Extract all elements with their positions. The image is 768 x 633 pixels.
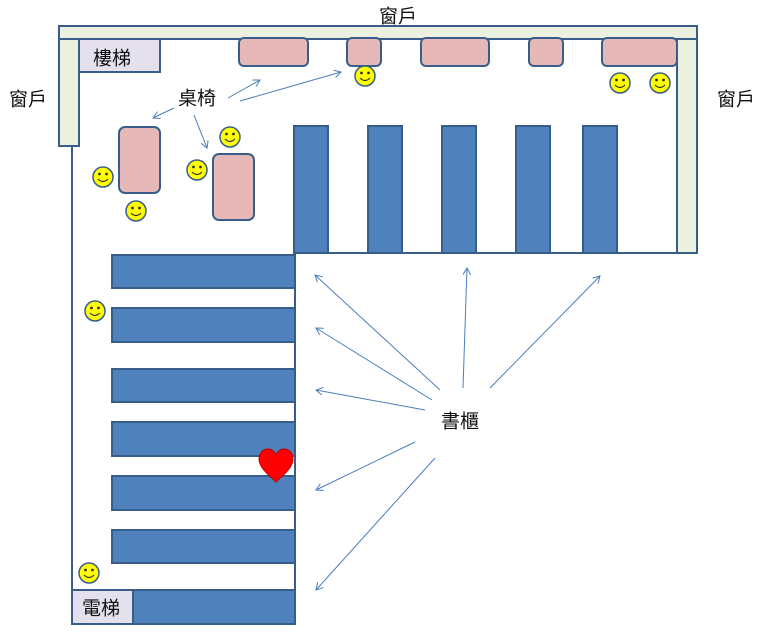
window-right-label: 窗戶 [716, 88, 756, 111]
smiley-icon [609, 72, 631, 94]
elevator-label: 電梯 [81, 597, 121, 620]
bookshelf [111, 307, 296, 343]
tables-label: 桌椅 [177, 87, 217, 110]
bookshelf [111, 475, 296, 511]
stairs-room [78, 38, 161, 73]
bookshelves-label: 書櫃 [440, 410, 480, 433]
window-right [676, 38, 698, 254]
bookshelf [293, 125, 329, 254]
bookshelf [111, 529, 296, 564]
smiley-icon [92, 166, 114, 188]
bookshelf [582, 125, 618, 254]
smiley-icon [649, 72, 671, 94]
smiley-icon [219, 126, 241, 148]
smiley-icon [78, 562, 100, 584]
stairs-label: 樓梯 [92, 47, 132, 70]
table [420, 37, 490, 67]
table [601, 37, 678, 67]
arrows [153, 72, 600, 590]
smiley-icon [125, 200, 147, 222]
bookshelf [111, 368, 296, 403]
window-left [58, 38, 80, 147]
table [118, 126, 161, 194]
window-top-label: 窗戶 [378, 5, 418, 28]
table [238, 37, 309, 67]
table [212, 153, 255, 221]
bookshelf [441, 125, 477, 254]
window-left-label: 窗戶 [8, 88, 48, 111]
bookshelf [111, 254, 296, 289]
bookshelf [367, 125, 403, 254]
smiley-icon [186, 159, 208, 181]
table [528, 37, 564, 67]
bookshelf [132, 589, 296, 625]
table [346, 37, 382, 67]
smiley-icon [354, 65, 376, 87]
smiley-icon [84, 300, 106, 322]
heart-icon [258, 448, 294, 483]
bookshelf [515, 125, 551, 254]
